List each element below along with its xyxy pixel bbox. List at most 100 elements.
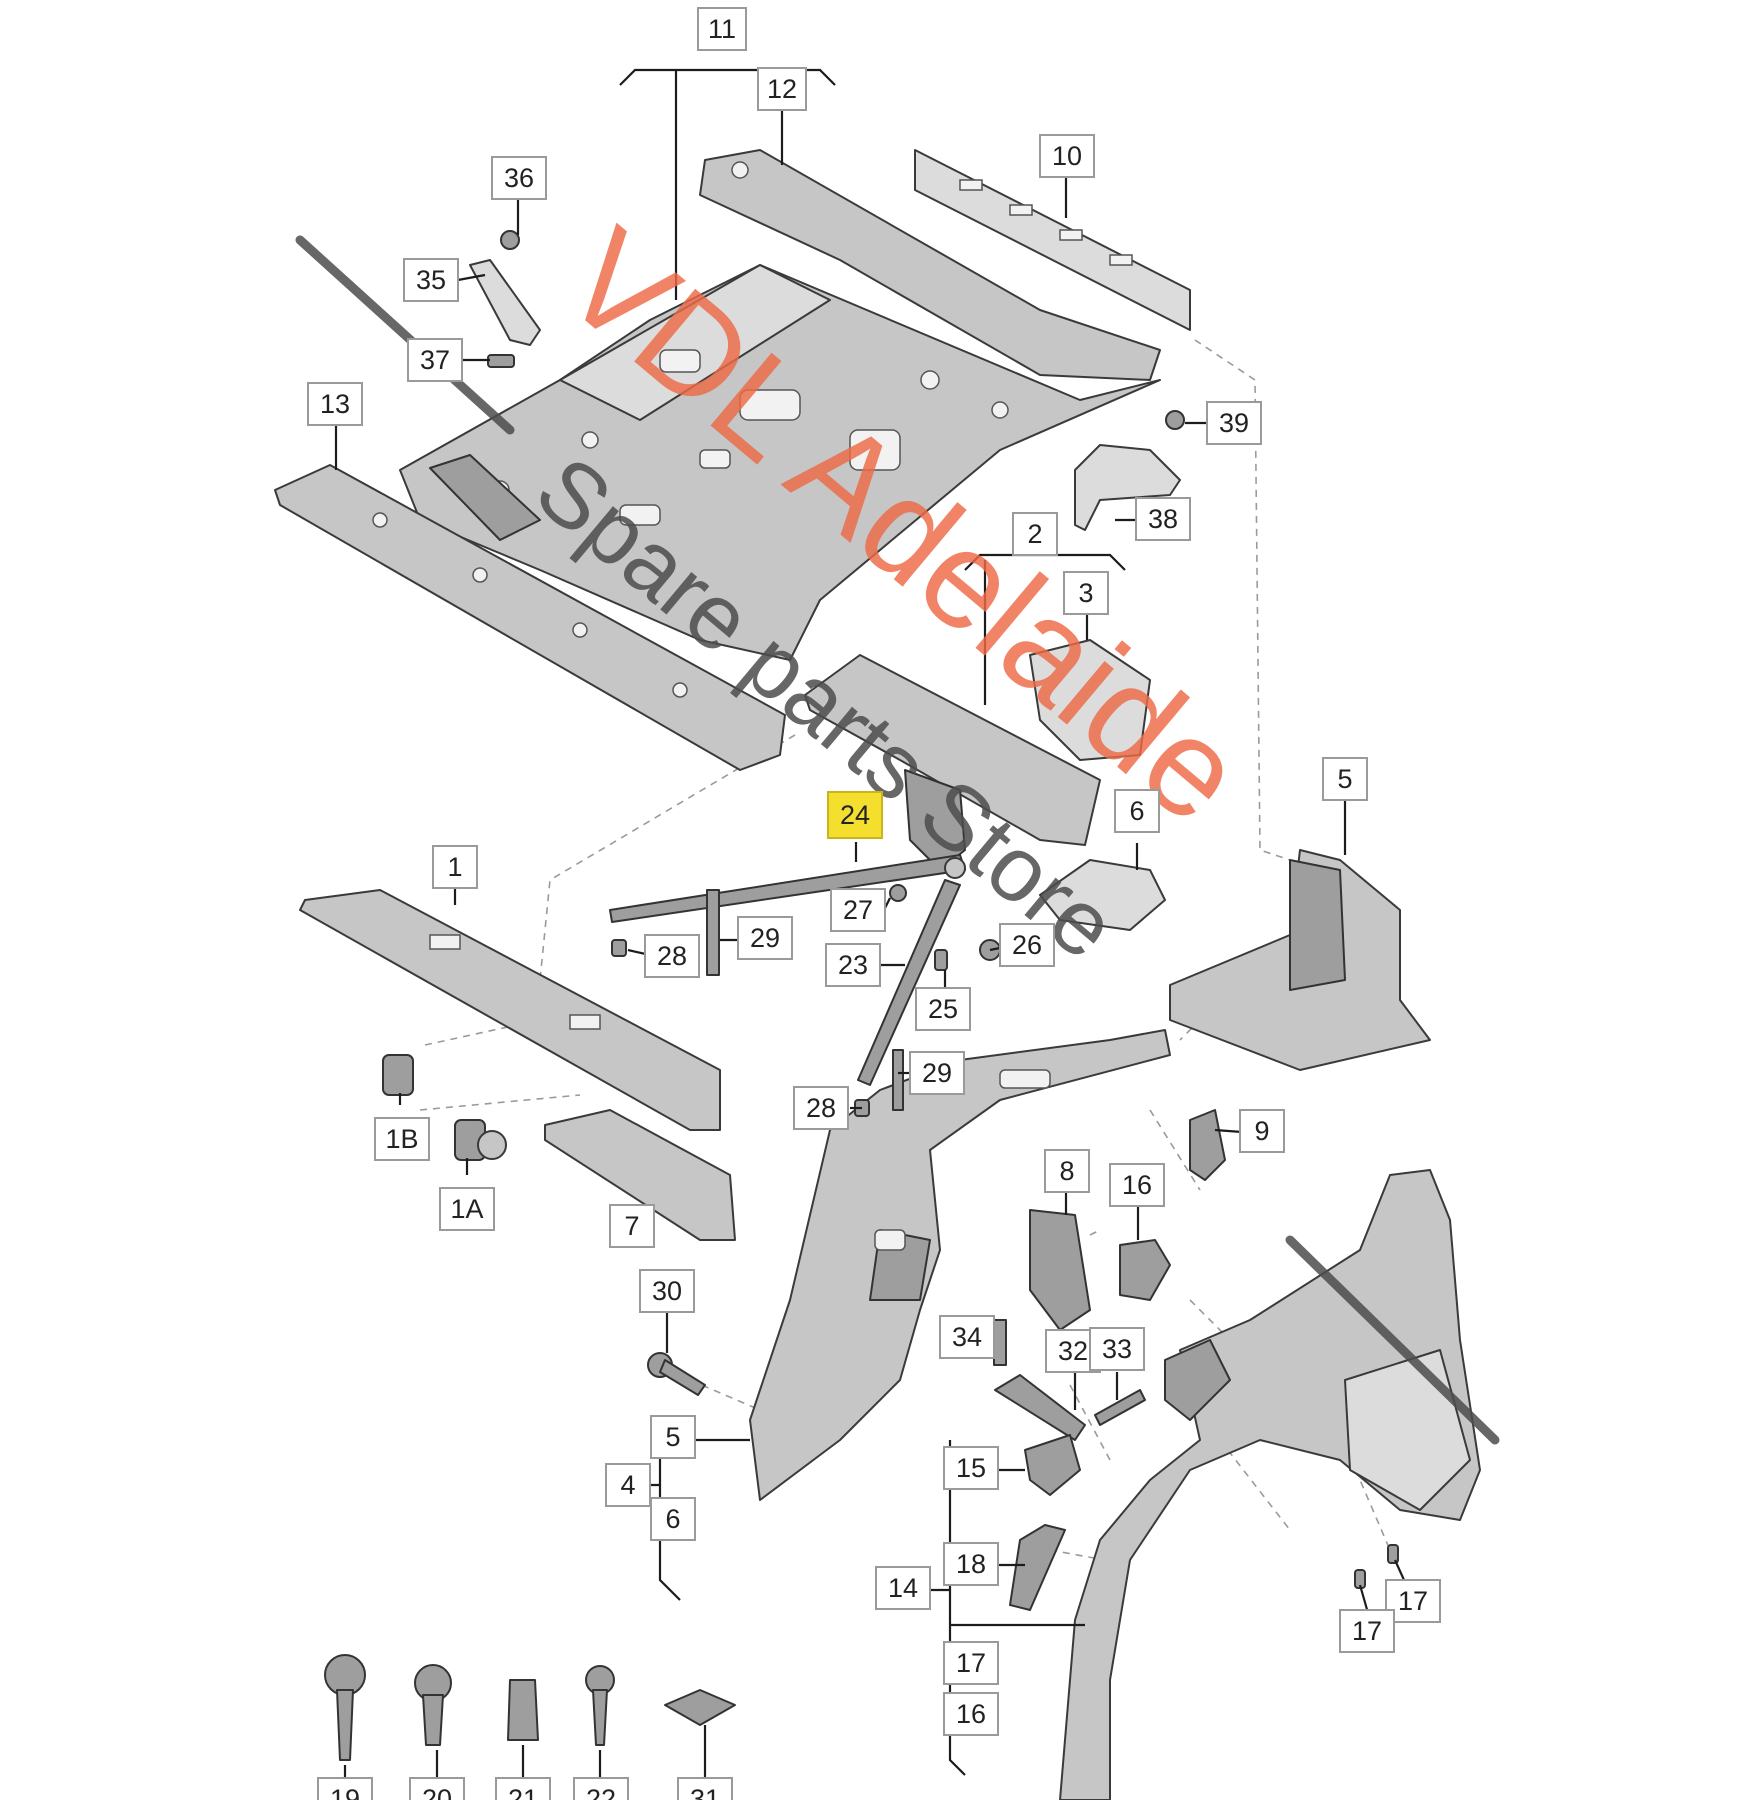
svg-text:30: 30 xyxy=(652,1276,682,1306)
part-rear-side-member-4 xyxy=(749,1029,1171,1501)
part-rear-floor-pan xyxy=(399,264,1161,661)
svg-text:31: 31 xyxy=(690,1784,720,1800)
label-5-lower[interactable]: 5 xyxy=(650,1415,696,1459)
svg-text:17: 17 xyxy=(956,1648,986,1678)
svg-text:9: 9 xyxy=(1254,1116,1269,1146)
label-29-upper[interactable]: 29 xyxy=(737,916,793,960)
svg-text:1: 1 xyxy=(447,852,462,882)
part-sill-trim-7 xyxy=(544,1109,736,1241)
label-7[interactable]: 7 xyxy=(609,1204,655,1248)
label-17-left[interactable]: 17 xyxy=(943,1641,999,1685)
label-13[interactable]: 13 xyxy=(307,382,363,426)
part-bracket-38 xyxy=(1074,410,1185,531)
svg-text:4: 4 xyxy=(620,1470,635,1500)
label-33[interactable]: 33 xyxy=(1089,1327,1145,1371)
label-16-upper[interactable]: 16 xyxy=(1109,1163,1165,1207)
svg-text:14: 14 xyxy=(888,1573,918,1603)
label-35[interactable]: 35 xyxy=(403,258,459,302)
label-39[interactable]: 39 xyxy=(1206,401,1262,445)
label-8[interactable]: 8 xyxy=(1044,1149,1090,1193)
leader-lines xyxy=(334,68,1415,1780)
part-bracket-9 xyxy=(1189,1109,1226,1181)
part-fastener-row xyxy=(324,1654,736,1761)
label-29-lower[interactable]: 29 xyxy=(909,1051,965,1095)
svg-text:11: 11 xyxy=(708,14,736,44)
svg-text:12: 12 xyxy=(767,74,797,104)
svg-text:28: 28 xyxy=(657,941,687,971)
label-1B[interactable]: 1B xyxy=(374,1117,430,1161)
svg-text:27: 27 xyxy=(843,895,873,925)
svg-text:29: 29 xyxy=(922,1058,952,1088)
label-36[interactable]: 36 xyxy=(491,156,547,200)
svg-text:25: 25 xyxy=(928,994,958,1024)
label-17-right[interactable]: 17 xyxy=(1385,1579,1441,1623)
label-6-upper[interactable]: 6 xyxy=(1114,789,1160,833)
label-6-lower[interactable]: 6 xyxy=(650,1497,696,1541)
svg-text:8: 8 xyxy=(1059,1156,1074,1186)
part-support-6 xyxy=(1039,859,1166,931)
label-2[interactable]: 2 xyxy=(1012,512,1058,556)
part-rear-rail-5 xyxy=(1169,849,1431,1071)
part-bracket-35 xyxy=(469,230,541,368)
label-3[interactable]: 3 xyxy=(1063,571,1109,615)
label-23[interactable]: 23 xyxy=(825,943,881,987)
label-4[interactable]: 4 xyxy=(605,1463,651,1507)
label-15[interactable]: 15 xyxy=(943,1446,999,1490)
part-small-fasteners xyxy=(611,884,1399,1589)
part-brackets-15-18 xyxy=(1009,1434,1081,1611)
part-side-rail xyxy=(274,464,786,771)
label-38[interactable]: 38 xyxy=(1135,497,1191,541)
label-12[interactable]: 12 xyxy=(757,67,807,111)
label-19[interactable]: 19 xyxy=(317,1777,373,1800)
label-18[interactable]: 18 xyxy=(943,1542,999,1586)
label-25[interactable]: 25 xyxy=(915,987,971,1031)
label-28-upper[interactable]: 28 xyxy=(644,934,700,978)
label-37[interactable]: 37 xyxy=(407,338,463,382)
svg-text:19: 19 xyxy=(330,1784,360,1800)
label-30[interactable]: 30 xyxy=(639,1269,695,1313)
label-11[interactable]: 11 xyxy=(697,7,747,51)
label-24[interactable]: 24 xyxy=(827,791,883,839)
svg-text:36: 36 xyxy=(504,163,534,193)
label-21[interactable]: 21 xyxy=(495,1777,551,1800)
label-10[interactable]: 10 xyxy=(1039,134,1095,178)
part-bracket-3 xyxy=(1029,639,1151,761)
svg-text:21: 21 xyxy=(508,1784,538,1800)
part-bolt-30 xyxy=(647,1352,706,1396)
part-plugs-1a-1b xyxy=(382,1054,507,1161)
label-31[interactable]: 31 xyxy=(677,1777,733,1800)
label-1[interactable]: 1 xyxy=(432,845,478,889)
label-1A[interactable]: 1A xyxy=(439,1187,495,1231)
label-22[interactable]: 22 xyxy=(573,1777,629,1800)
svg-text:15: 15 xyxy=(956,1453,986,1483)
svg-text:29: 29 xyxy=(750,923,780,953)
svg-text:6: 6 xyxy=(1129,796,1144,826)
svg-text:5: 5 xyxy=(1337,764,1352,794)
part-strut-brace xyxy=(609,854,966,1086)
label-16-lower[interactable]: 16 xyxy=(943,1692,999,1736)
label-14[interactable]: 14 xyxy=(875,1566,931,1610)
part-bracket-8 xyxy=(1029,1209,1091,1331)
label-26[interactable]: 26 xyxy=(999,923,1055,967)
part-cross-member xyxy=(699,149,1161,381)
label-34[interactable]: 34 xyxy=(939,1315,995,1359)
svg-text:39: 39 xyxy=(1219,408,1249,438)
svg-text:23: 23 xyxy=(838,950,868,980)
svg-text:28: 28 xyxy=(806,1093,836,1123)
svg-text:10: 10 xyxy=(1052,141,1082,171)
label-27[interactable]: 27 xyxy=(830,888,886,932)
svg-text:7: 7 xyxy=(624,1211,639,1241)
svg-text:16: 16 xyxy=(1122,1170,1152,1200)
label-28-lower[interactable]: 28 xyxy=(793,1086,849,1130)
svg-text:17: 17 xyxy=(1352,1616,1382,1646)
part-rear-panel xyxy=(914,149,1191,331)
svg-text:2: 2 xyxy=(1027,519,1042,549)
svg-text:35: 35 xyxy=(416,265,446,295)
svg-text:13: 13 xyxy=(320,389,350,419)
label-9[interactable]: 9 xyxy=(1239,1109,1285,1153)
svg-text:38: 38 xyxy=(1148,504,1178,534)
label-17-mid[interactable]: 17 xyxy=(1339,1609,1395,1653)
label-20[interactable]: 20 xyxy=(409,1777,465,1800)
label-5-upper[interactable]: 5 xyxy=(1322,757,1368,801)
